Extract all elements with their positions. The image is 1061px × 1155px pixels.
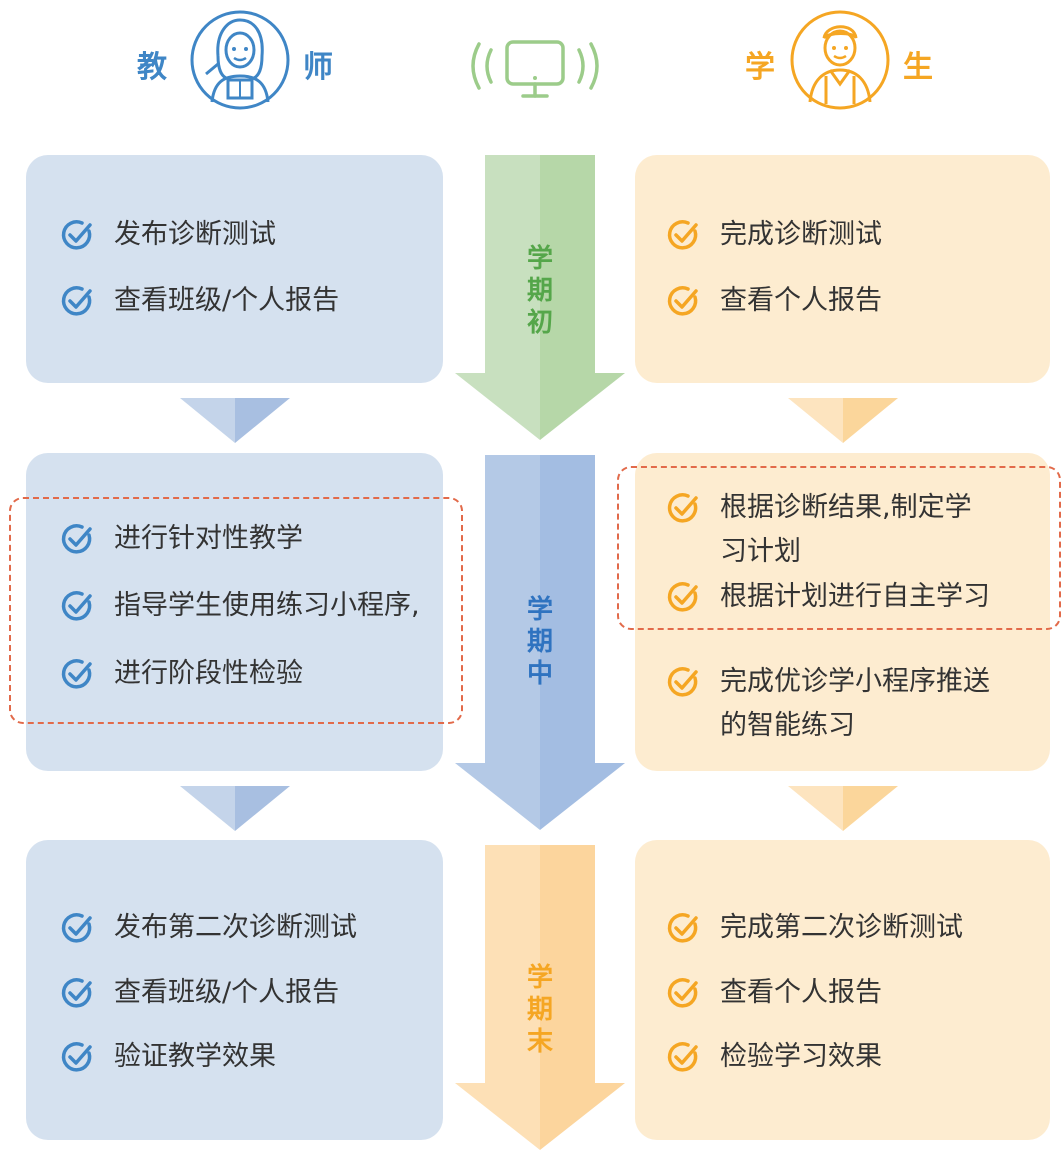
check-circle-icon: [61, 659, 92, 689]
student-end-item: 检验学习效果: [666, 1035, 882, 1079]
phase-start-head-left: [455, 373, 540, 440]
phase-middle-label: 学期中: [526, 595, 553, 689]
phase-arrows: [455, 155, 625, 1150]
phase-middle-head-left: [455, 763, 540, 830]
student-connector-2: [788, 786, 898, 831]
check-circle-icon: [667, 286, 698, 316]
teacher-start-item: 查看班级/个人报告: [60, 279, 339, 323]
teacher-label-left: 教: [137, 50, 167, 85]
student-middle-item: 根据诊断结果,制定学习计划: [666, 486, 972, 574]
phase-start-shaft-left: [485, 155, 540, 373]
teacher-middle-item: 进行阶段性检验: [60, 652, 303, 696]
check-circle-icon: [667, 493, 698, 523]
teacher-middle-card: [26, 453, 443, 771]
phase-middle-head-right: [540, 763, 625, 830]
student-end-item: 查看个人报告: [666, 971, 882, 1015]
check-circle-icon: [667, 913, 698, 943]
check-circle-icon: [61, 220, 92, 250]
phase-end-shaft-right: [540, 845, 595, 1083]
phase-middle-shaft-right: [540, 455, 595, 763]
student-label-right: 生: [903, 50, 933, 85]
check-circle-icon: [667, 582, 698, 612]
teacher-end-item: 发布第二次诊断测试: [60, 906, 357, 950]
student-middle-item: 完成优诊学小程序推送的智能练习: [666, 660, 990, 748]
check-circle-icon: [667, 1042, 698, 1072]
phase-end-label: 学期末: [526, 963, 553, 1057]
student-start-item: 查看个人报告: [666, 279, 882, 323]
phase-start-head-right: [540, 373, 625, 440]
student-label-left: 学: [745, 50, 775, 85]
teacher-start-item: 发布诊断测试: [60, 213, 276, 257]
phase-start-label: 学期初: [526, 244, 553, 338]
phase-end-head-left: [455, 1083, 540, 1150]
student-start-item: 完成诊断测试: [666, 213, 882, 257]
computer-signal-icon: [471, 40, 599, 98]
teacher-middle-item: 指导学生使用练习小程序,: [60, 584, 420, 628]
check-circle-icon: [61, 913, 92, 943]
teacher-icon: [190, 10, 290, 110]
check-circle-icon: [667, 667, 698, 697]
student-start-card: [635, 155, 1050, 383]
phase-end-head-right: [540, 1083, 625, 1150]
teacher-connector-1: [180, 398, 290, 443]
phase-end-shaft-left: [485, 845, 540, 1083]
teacher-start-card: [26, 155, 443, 383]
check-circle-icon: [61, 591, 92, 621]
teacher-middle-item: 进行针对性教学: [60, 517, 303, 561]
check-circle-icon: [667, 220, 698, 250]
student-end-item: 完成第二次诊断测试: [666, 906, 963, 950]
teacher-end-item: 查看班级/个人报告: [60, 971, 339, 1015]
student-middle-item: 根据计划进行自主学习: [666, 575, 990, 619]
check-circle-icon: [61, 286, 92, 316]
check-circle-icon: [61, 1042, 92, 1072]
student-end-card: [635, 840, 1050, 1140]
check-circle-icon: [61, 978, 92, 1008]
phase-start-shaft-right: [540, 155, 595, 373]
student-connector-1: [788, 398, 898, 443]
teacher-highlight-box: [9, 497, 463, 724]
teacher-connector-2: [180, 786, 290, 831]
student-middle-card: [635, 453, 1050, 771]
student-highlight-box: [617, 466, 1061, 630]
teacher-label-right: 师: [303, 50, 333, 85]
check-circle-icon: [61, 524, 92, 554]
teacher-end-item: 验证教学效果: [60, 1035, 276, 1079]
student-icon: [790, 10, 890, 110]
phase-middle-shaft-left: [485, 455, 540, 763]
check-circle-icon: [667, 978, 698, 1008]
teacher-end-card: [26, 840, 443, 1140]
